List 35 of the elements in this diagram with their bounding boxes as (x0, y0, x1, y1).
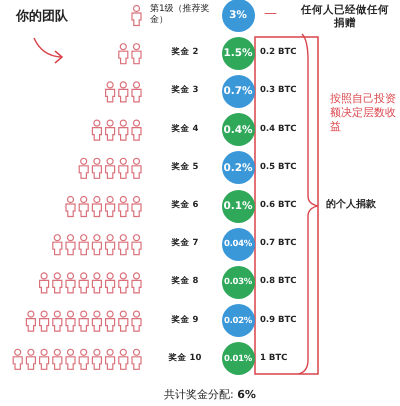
amount-label: 0.9 BTC (260, 314, 297, 326)
amount-label: 0.7 BTC (260, 238, 297, 249)
amount-label: 0.2 BTC (260, 47, 297, 58)
level-label: 第1级（推荐奖金） (150, 4, 211, 26)
note-text: 任何人已经做任何捐赠 (300, 4, 390, 30)
amount-label: 0.3 BTC (260, 85, 297, 96)
amount-label: 0.4 BTC (260, 124, 297, 134)
level-label: 奖金 10 (168, 352, 202, 364)
level-label: 奖金 8 (170, 276, 200, 288)
level-label: 奖金 2 (170, 47, 200, 58)
percent-circle: 0.7% (222, 74, 254, 108)
percent-circle: 0.1% (222, 190, 254, 222)
level-label: 奖金 6 (170, 200, 200, 211)
amount-label: 0.5 BTC (260, 162, 297, 172)
percent-circle: 0.03% (222, 266, 254, 299)
dash: — (264, 6, 277, 22)
level-label: 奖金 9 (170, 314, 200, 326)
annotation-text: 按照自己投资额决定层数收益 (330, 92, 397, 134)
percent-circle: 1.5% (222, 36, 254, 70)
level-label: 奖金 7 (170, 238, 200, 249)
level-label: 奖金 4 (170, 124, 200, 134)
team-heading: 你的团队 (16, 9, 68, 26)
total-text: 共计奖金分配: 6% (163, 388, 257, 402)
level-label: 奖金 3 (170, 85, 200, 96)
amount-label: 0.8 BTC (260, 276, 297, 288)
percent-circle: 0.01% (222, 342, 254, 376)
percent-circle: 0.02% (222, 304, 254, 338)
percent-circle: 0.04% (222, 228, 254, 261)
percent-circle: 3% (222, 0, 254, 32)
percent-circle: 0.4% (222, 113, 254, 146)
level-label: 奖金 5 (170, 162, 200, 172)
amount-label: 0.6 BTC (260, 200, 297, 211)
percent-circle: 0.2% (222, 151, 254, 184)
amount-label: 1 BTC (260, 352, 288, 364)
brace-label: 的个人捐款 (326, 199, 376, 212)
